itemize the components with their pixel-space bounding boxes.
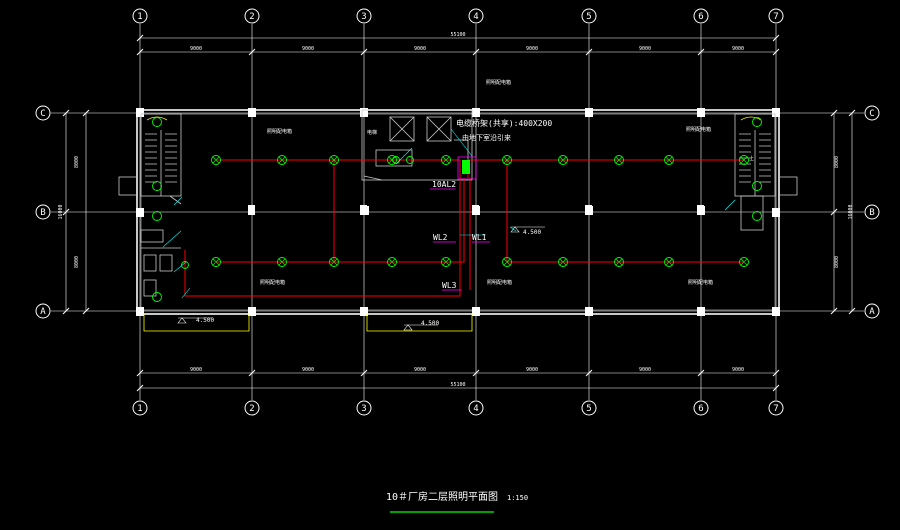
- axis-grid: [51, 24, 864, 400]
- bridge-note-line-2: 由地下室沿引来: [462, 133, 511, 142]
- dim-left-1: 8000: [74, 156, 80, 168]
- bridge-note-line-1: 电缆桥架(共享):400X200: [456, 118, 552, 128]
- elevation-markers: [177, 226, 545, 331]
- elevator-core: [361, 109, 473, 181]
- dim-top-3: 9000: [414, 46, 426, 52]
- circuit-wl1: WL1: [472, 233, 487, 242]
- drawing-title: 10＃厂房二层照明平面图: [386, 490, 498, 503]
- circuit-wl2: WL2: [433, 233, 448, 242]
- dim-bottom-4: 9000: [526, 367, 538, 373]
- note-panel-left: 照明配电箱: [267, 128, 292, 135]
- note-panel-right: 照明配电箱: [686, 126, 711, 133]
- axis-label-top-3: 3: [361, 12, 366, 22]
- dim-bottom-1: 9000: [190, 367, 202, 373]
- dim-top-4: 9000: [526, 46, 538, 52]
- note-elevator: 电梯: [367, 129, 377, 136]
- left-stair-break: [146, 116, 168, 121]
- note-panel-bottom-mid: 照明配电箱: [487, 279, 512, 286]
- windows: [249, 205, 705, 215]
- dim-bottom-5: 9000: [639, 367, 651, 373]
- axis-label-right-c: C: [869, 109, 874, 119]
- axis-label-left-c: C: [40, 109, 45, 119]
- dim-left-total: 16000: [58, 204, 64, 219]
- axis-label-bottom-1: 1: [137, 404, 142, 414]
- leader-lines: [162, 128, 736, 299]
- light-fixtures: [152, 117, 762, 302]
- dimension-lines: [65, 37, 853, 389]
- column-bubbles-top: [132, 8, 784, 24]
- axis-label-top-6: 6: [698, 12, 703, 22]
- stair-up-label: 上: [749, 155, 754, 162]
- axis-label-top-1: 1: [137, 12, 142, 22]
- dim-total-bottom: 55100: [450, 382, 465, 388]
- elevation-label-3: 4.500: [421, 320, 439, 327]
- axis-label-bottom-5: 5: [586, 404, 591, 414]
- dim-bottom-6: 9000: [732, 367, 744, 373]
- dim-bottom-3: 9000: [414, 367, 426, 373]
- lighting-circuits: [184, 159, 744, 297]
- dim-total-top: 55100: [450, 32, 465, 38]
- axis-label-top-5: 5: [586, 12, 591, 22]
- dim-bottom-2: 9000: [302, 367, 314, 373]
- dim-right-total: 16000: [848, 204, 854, 219]
- note-panel-bottom-left: 照明配电箱: [260, 279, 285, 286]
- circuit-wl3: WL3: [442, 281, 457, 290]
- distribution-panel: [457, 156, 477, 180]
- axis-label-bottom-6: 6: [698, 404, 703, 414]
- axis-label-bottom-7: 7: [773, 404, 778, 414]
- note-panel-bottom-right: 照明配电箱: [688, 279, 713, 286]
- axis-label-right-b: B: [869, 208, 874, 218]
- left-stairwell: [118, 113, 182, 297]
- dim-top-5: 9000: [639, 46, 651, 52]
- right-stairwell: [734, 113, 798, 231]
- axis-label-left-a: A: [40, 307, 46, 317]
- axis-label-top-2: 2: [249, 12, 254, 22]
- fixture-cross-marks: [212, 156, 748, 266]
- axis-label-bottom-3: 3: [361, 404, 366, 414]
- dim-right-2: 8000: [834, 256, 840, 268]
- dim-right-1: 8000: [834, 156, 840, 168]
- elevation-label-2: 4.500: [196, 317, 214, 324]
- row-bubbles: [35, 105, 880, 319]
- elevation-label-1: 4.500: [523, 229, 541, 236]
- axis-label-top-4: 4: [473, 12, 478, 22]
- dim-top-1: 9000: [190, 46, 202, 52]
- axis-label-top-7: 7: [773, 12, 778, 22]
- panel-label: 10AL2: [432, 180, 456, 189]
- column-bubbles-bottom: [132, 400, 784, 416]
- axis-label-left-b: B: [40, 208, 45, 218]
- right-stair-break: [740, 116, 762, 121]
- drawing-scale: 1:150: [507, 494, 528, 502]
- bottom-steps: [143, 314, 473, 332]
- axis-label-bottom-2: 2: [249, 404, 254, 414]
- dimension-ticks: [62, 34, 856, 392]
- dim-top-6: 9000: [732, 46, 744, 52]
- axis-label-right-a: A: [869, 307, 875, 317]
- dim-left-2: 8000: [74, 256, 80, 268]
- axis-label-bottom-4: 4: [473, 404, 478, 414]
- dim-top-2: 9000: [302, 46, 314, 52]
- note-panel-top: 照明配电箱: [486, 79, 511, 86]
